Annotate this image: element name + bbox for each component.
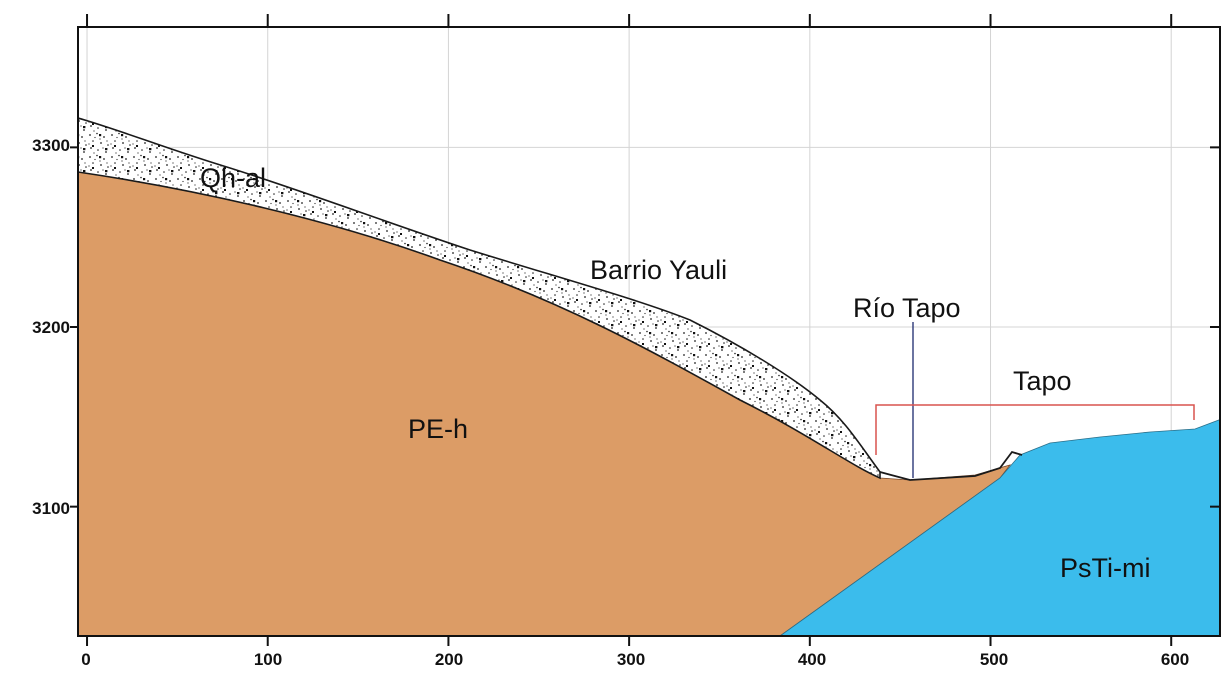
x-tick-label: 200: [435, 650, 463, 669]
unit-pe-h: [78, 171, 1012, 636]
x-tick-label: 300: [617, 650, 645, 669]
y-tick-label: 3200: [32, 318, 70, 337]
axis-frame: [77, 26, 1221, 637]
y-tick-label: 3300: [32, 136, 70, 155]
label-qh-al: Qh-al: [200, 163, 266, 193]
x-tick-label: 400: [798, 650, 826, 669]
tapo-bracket: [875, 404, 1195, 455]
label-barrio-yauli: Barrio Yauli: [590, 255, 727, 285]
unit-psti-mi: [779, 419, 1220, 636]
y-tick-label: 3100: [32, 499, 70, 518]
ground-surface-line: [879, 450, 1023, 481]
label-pe-h: PE-h: [408, 414, 468, 444]
x-tick-label: 100: [254, 650, 282, 669]
label-rio-tapo: Río Tapo: [853, 293, 961, 323]
x-tick-label: 500: [980, 650, 1008, 669]
x-tick-label: 600: [1161, 650, 1189, 669]
x-tick-label: 0: [81, 650, 90, 669]
axis-ticks: [70, 14, 1220, 646]
label-tapo: Tapo: [1013, 366, 1072, 396]
label-psti-mi: PsTi-mi: [1060, 553, 1150, 583]
unit-qh-al: [78, 117, 881, 480]
